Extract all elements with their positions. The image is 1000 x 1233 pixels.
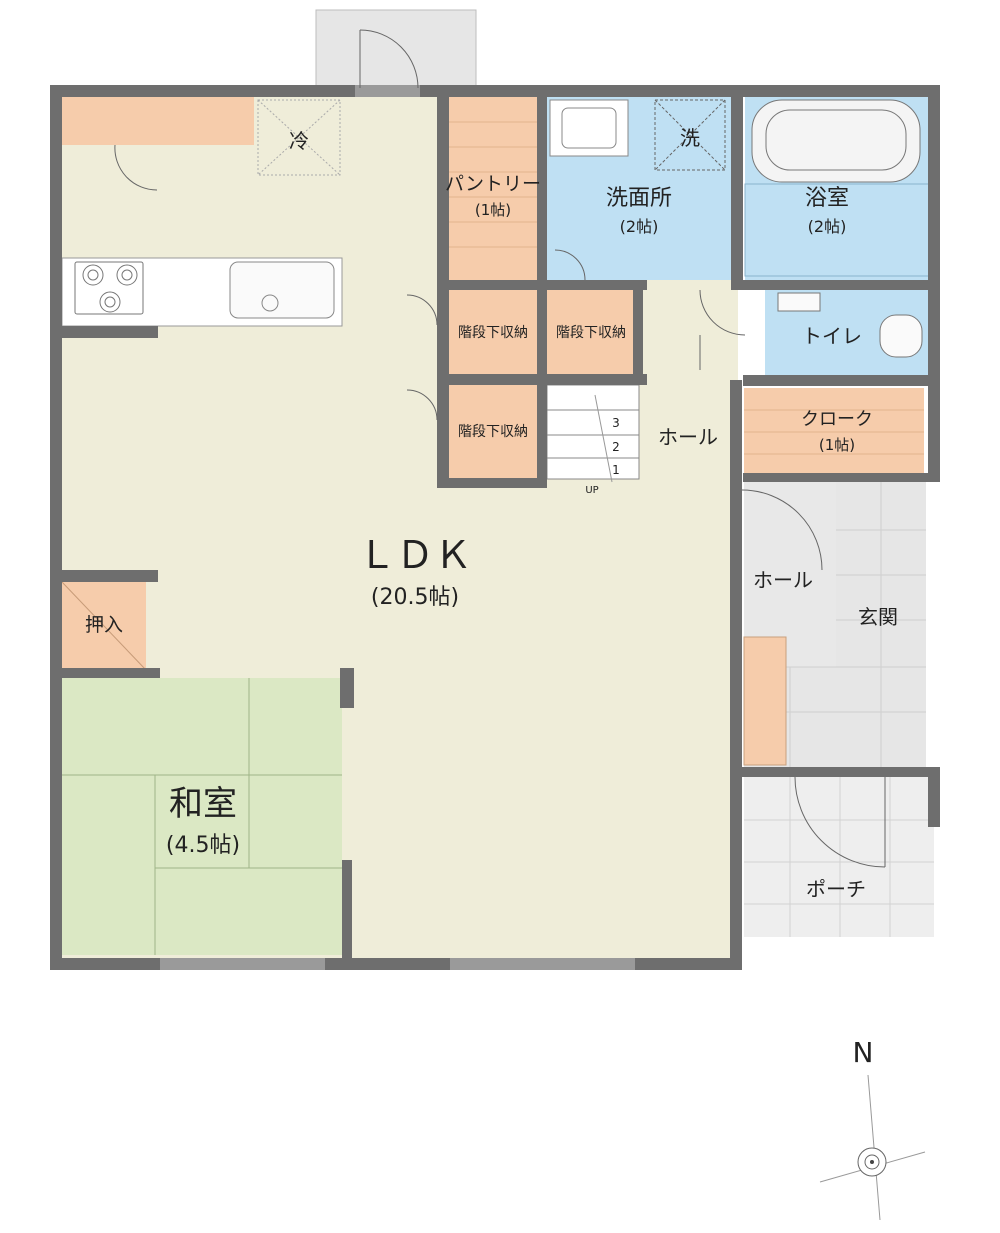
cloak-floor <box>744 388 924 473</box>
storage-1-floor <box>449 290 537 374</box>
label-pantry-size: (1帖) <box>475 201 511 219</box>
compass-rose-icon <box>857 1147 887 1177</box>
hall-floor <box>640 280 738 480</box>
label-cloak-name: クローク <box>801 409 873 430</box>
label-hall-lower: ホール <box>753 568 813 592</box>
label-washitsu-name: 和室 <box>169 784 237 824</box>
kitchen-back-counter <box>62 97 254 145</box>
label-storage-2: 階段下収納 <box>556 325 626 341</box>
label-yokushitsu-name: 浴室 <box>805 186 849 211</box>
label-washitsu-size: (4.5帖) <box>166 833 240 858</box>
stair-step-3: 3 <box>612 416 620 430</box>
washer-space <box>654 99 726 171</box>
stove-icon <box>74 261 144 315</box>
label-fridge: 冷 <box>289 129 309 153</box>
label-genkan: 玄関 <box>858 605 898 629</box>
toilet-icon <box>879 314 923 358</box>
room-labels: 冷 洗 パントリー (1帖) 洗面所 (2帖) 浴室 (2帖) トイレ 階段下収… <box>85 126 898 901</box>
fridge-space <box>257 99 341 176</box>
door-swings <box>114 29 886 868</box>
label-oshiire: 押入 <box>85 614 123 636</box>
kitchen-sink-icon <box>229 261 335 319</box>
label-toilet: トイレ <box>802 324 862 348</box>
stair-direction: UP <box>585 485 598 496</box>
compass-north-label: N <box>853 1036 874 1069</box>
back-porch <box>315 9 477 89</box>
walls <box>50 85 940 970</box>
storage-2-floor <box>547 290 633 374</box>
shoe-cabinet <box>743 636 787 766</box>
porch-floor <box>744 777 934 937</box>
compass: N <box>819 1036 926 1221</box>
stairs <box>546 384 640 483</box>
stair-step-1: 1 <box>612 463 620 477</box>
stair-labels: 3 2 1 UP <box>585 416 620 496</box>
label-porch: ポーチ <box>806 877 866 901</box>
label-ldk-size: (20.5帖) <box>371 585 459 610</box>
label-pantry-name: パントリー <box>445 173 541 195</box>
label-yokushitsu-size: (2帖) <box>808 217 847 236</box>
pantry-floor <box>449 97 537 280</box>
label-storage-3: 階段下収納 <box>458 424 528 440</box>
label-cloak-size: (1帖) <box>819 436 855 454</box>
label-senmenjo-name: 洗面所 <box>606 186 672 211</box>
stair-step-2: 2 <box>612 440 620 454</box>
label-washer: 洗 <box>680 126 700 150</box>
label-senmenjo-size: (2帖) <box>620 217 659 236</box>
bathtub-icon <box>751 99 921 183</box>
label-ldk-name: ＬＤＫ <box>358 533 472 577</box>
vanity-icon <box>549 99 629 157</box>
floor-fills <box>58 9 934 962</box>
washitsu-floor <box>62 678 342 955</box>
label-hall-upper: ホール <box>658 425 718 449</box>
label-storage-1: 階段下収納 <box>458 325 528 341</box>
storage-3-floor <box>449 385 537 479</box>
hall-lower-floor <box>744 482 836 667</box>
